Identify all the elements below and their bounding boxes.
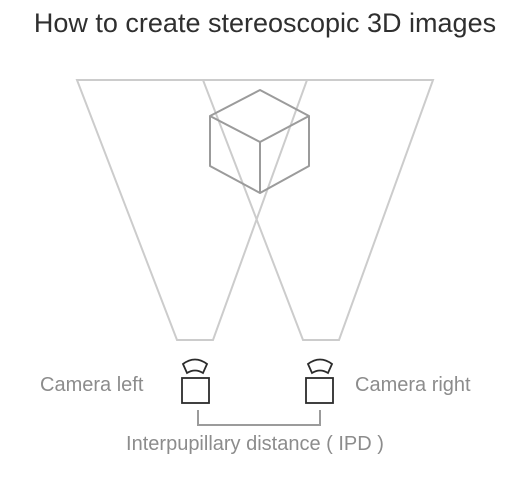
ipd-label: Interpupillary distance ( IPD )	[126, 433, 384, 455]
right-camera-frustum	[201, 79, 435, 341]
cube-icon	[209, 89, 310, 194]
page-title: How to create stereoscopic 3D images	[33, 8, 497, 38]
ipd-bracket	[197, 410, 321, 426]
camera-right-label: Camera right	[355, 374, 471, 396]
left-camera-frustum	[75, 79, 309, 341]
camera-left-label: Camera left	[40, 374, 144, 396]
camera-left-icon	[181, 358, 210, 404]
camera-right-icon	[305, 358, 334, 404]
